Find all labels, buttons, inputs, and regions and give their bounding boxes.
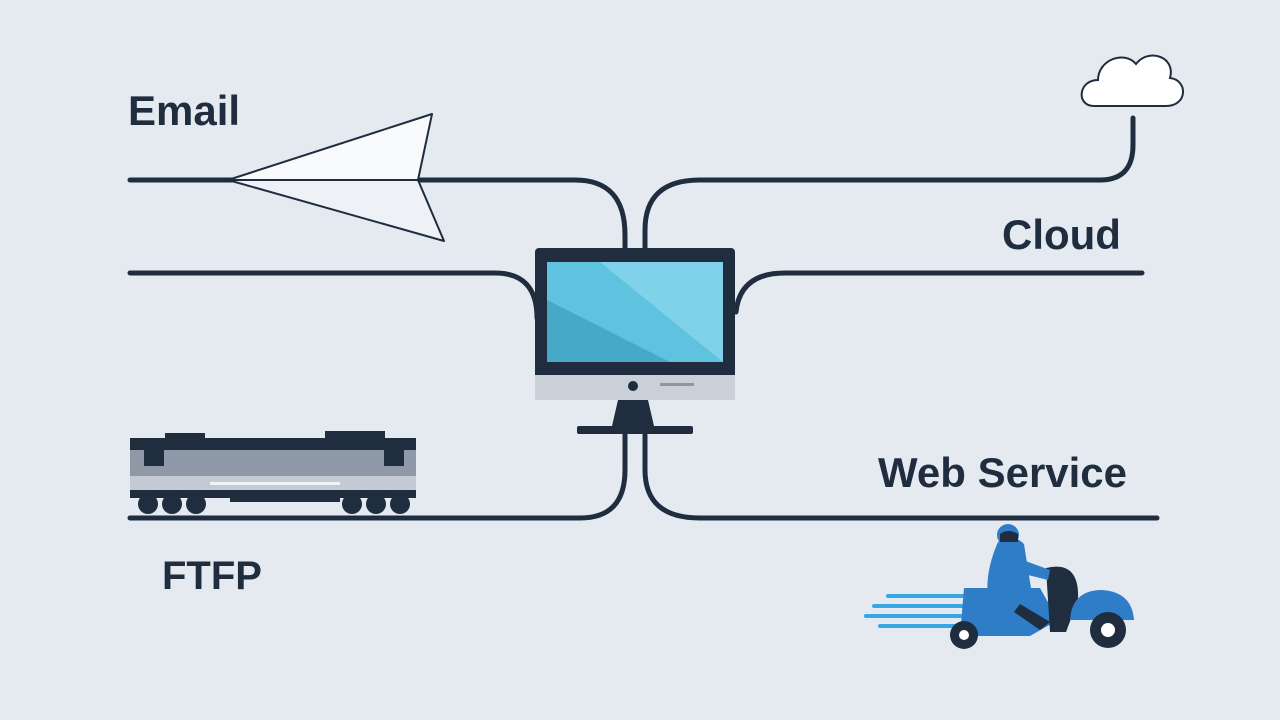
cloud-icon [1080, 54, 1184, 107]
desktop-computer-icon [535, 248, 735, 434]
ftfp-label: FTFP [162, 554, 262, 598]
web-service-connection-line [642, 432, 1160, 521]
email-label: Email [128, 87, 241, 134]
web-service-label: Web Service [878, 449, 1128, 496]
paper-plane-icon [227, 113, 445, 242]
cloud-label-connection-line [733, 270, 1145, 315]
cloud-connection-line [642, 115, 1136, 251]
connection-lines [127, 115, 1160, 521]
email-connection-line [127, 177, 628, 251]
train-car-icon [130, 431, 416, 514]
ftfp-connection-line [127, 432, 628, 521]
cloud-label: Cloud [1002, 211, 1121, 258]
monitor-base [577, 426, 693, 434]
monitor-power-button [628, 381, 638, 391]
left-middle-connection-line [127, 270, 540, 321]
speed-lines [864, 594, 972, 628]
monitor-stand [612, 400, 654, 426]
delivery-scooter-icon [864, 524, 1134, 649]
